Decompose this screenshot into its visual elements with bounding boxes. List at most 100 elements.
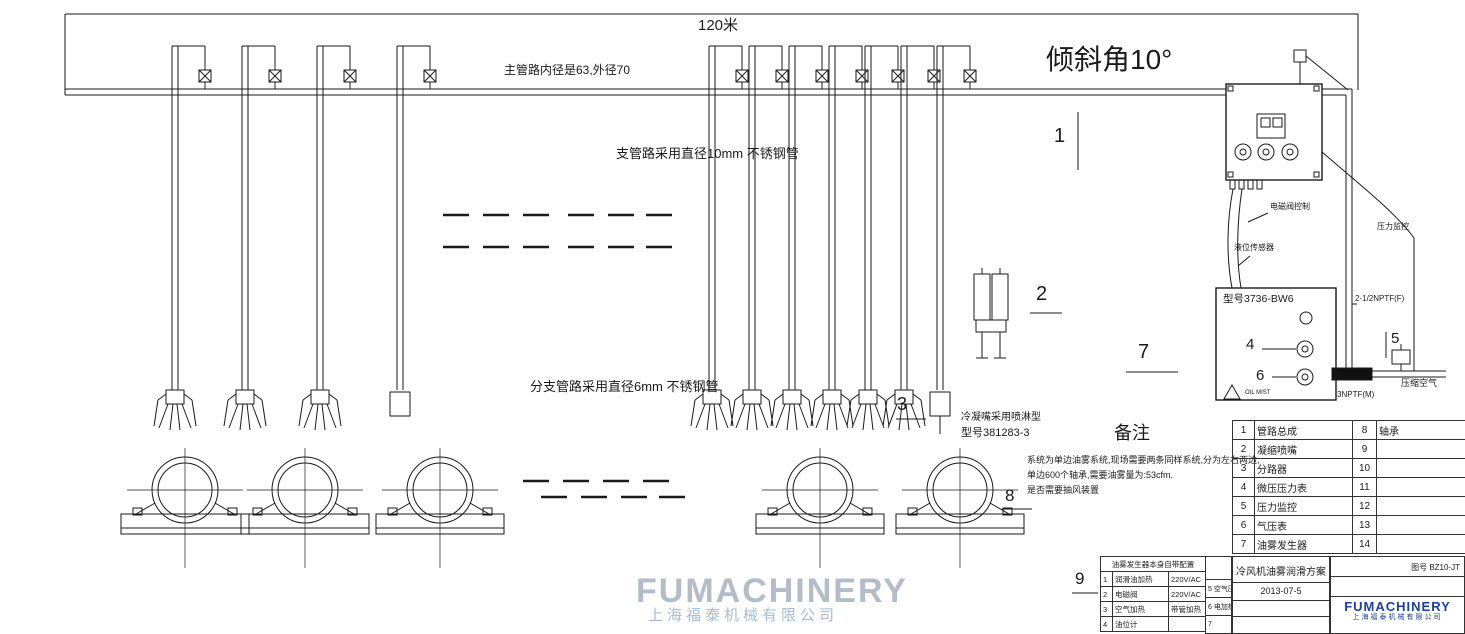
spray-prong [298, 399, 304, 427]
pedestal-base [375, 513, 505, 535]
spray-wing [302, 393, 312, 401]
antenna-icon [1293, 49, 1349, 91]
spray-prong [303, 403, 314, 429]
main-pipe-spec-label: 主管路内径是63,外径70 [504, 63, 631, 77]
table-cell: 10 [1352, 458, 1377, 478]
main-pipe [65, 88, 1353, 368]
remark-line2: 单边600个轴承,需要油雾量为:53cfm. [1027, 470, 1174, 480]
shoulder [989, 502, 1010, 515]
title-block-right: 图号 BZ10-JT FUMACHINERY 上海福泰机械有限公司 [1330, 556, 1465, 634]
oil-mist-generator [1215, 287, 1337, 401]
spray-wing [774, 393, 784, 401]
spray-prong [321, 403, 326, 431]
title-block-empty-row2 [1233, 617, 1329, 633]
watermark-logo-text: FUMACHINERY [636, 572, 908, 610]
company-name-text: 上海福泰机械有限公司 [1352, 614, 1443, 622]
spray-prong [862, 403, 867, 431]
spray-prong [239, 403, 244, 431]
spray-prong [223, 399, 229, 427]
table-cell [1376, 439, 1465, 459]
incline-angle-label: 倾斜角10° [1046, 44, 1173, 75]
table-cell [1205, 556, 1232, 580]
compressed-air-label: 压缩空气 [1401, 378, 1438, 388]
drawing-frame [64, 13, 1359, 95]
spray-wing [157, 393, 167, 401]
table-cell [1376, 515, 1465, 535]
spray-nozzle-head [310, 389, 330, 405]
spray-nozzle-head [858, 389, 878, 405]
table-cell: 微压压力表 [1254, 477, 1353, 497]
spray-prong [730, 399, 736, 427]
fitting-x [268, 69, 282, 83]
union-fitting-icon [735, 69, 749, 83]
table-cell [1376, 496, 1465, 516]
spray-prong [336, 399, 342, 427]
spray-prong [775, 403, 786, 429]
shoulder [849, 502, 870, 515]
spray-prong [718, 403, 729, 429]
callout-3: 3 [897, 394, 908, 414]
callout-leaders [896, 112, 1178, 594]
table-cell: 2 [1100, 586, 1113, 602]
bolt [482, 507, 493, 516]
table-cell: 1 [1100, 571, 1113, 587]
shoulder [469, 502, 490, 515]
table-cell: 7 [1232, 534, 1255, 554]
spray-prong [153, 399, 159, 427]
spray-prong [706, 403, 711, 431]
extra-row: 7 [1205, 615, 1232, 634]
sub-branch-spec-label: 分支管路采用直径6mm 不锈钢管 [530, 379, 719, 394]
spray-wing [912, 393, 922, 401]
title-block-empty-row1 [1233, 601, 1329, 617]
drawing-number: 图号 BZ10-JT [1331, 557, 1464, 577]
shoulder [334, 502, 355, 515]
table-cell: 6 [1232, 515, 1255, 535]
remark-line1: 系统为单边油雾系统,现场需要两条同样系统,分为左右两边, [1027, 455, 1260, 465]
spray-prong [874, 403, 885, 429]
table-cell: 分路器 [1254, 458, 1353, 478]
fitting-x [963, 69, 977, 83]
callout-2: 2 [1036, 283, 1048, 305]
union-fitting-icon [268, 69, 282, 83]
bolt [252, 507, 263, 516]
spray-nozzle-head [742, 389, 762, 405]
table-cell: 11 [1352, 477, 1377, 497]
table-cell: 4 [1100, 616, 1113, 632]
table-cell: 12 [1352, 496, 1377, 516]
table-cell: 油雾发生器本身自带配置 [1099, 556, 1207, 572]
spray-prong [728, 399, 734, 427]
spray-prong [261, 399, 267, 427]
table-cell: 油位计 [1112, 616, 1169, 632]
callout-1: 1 [1054, 125, 1066, 147]
spray-wing [734, 393, 744, 401]
table-cell: 气压表 [1254, 515, 1353, 535]
spray-nozzle-head [894, 389, 914, 405]
bolt [907, 507, 918, 516]
table-cell: 电磁阀 [1112, 586, 1169, 602]
spray-wing [840, 393, 850, 401]
table-cell: 13 [1352, 515, 1377, 535]
union-fitting-icon [423, 69, 437, 83]
table-cell: 220V/AC [1167, 571, 1207, 587]
spray-prong [713, 403, 718, 431]
table-cell: 14 [1352, 534, 1377, 554]
control-wires [1227, 188, 1269, 289]
level-sensor-label: 液位传感器 [1234, 243, 1274, 252]
spray-wing [814, 393, 824, 401]
spray-prong [753, 403, 758, 431]
spray-prong [887, 403, 898, 429]
spray-wing [760, 393, 770, 401]
callout-7: 7 [1138, 341, 1150, 363]
condensation-nozzle-detail [973, 268, 1009, 359]
spray-wing [850, 393, 860, 401]
extra-row: 5 空气压力表 [1205, 579, 1232, 598]
union-fitting-icon [891, 69, 905, 83]
spray-prong [768, 399, 774, 427]
